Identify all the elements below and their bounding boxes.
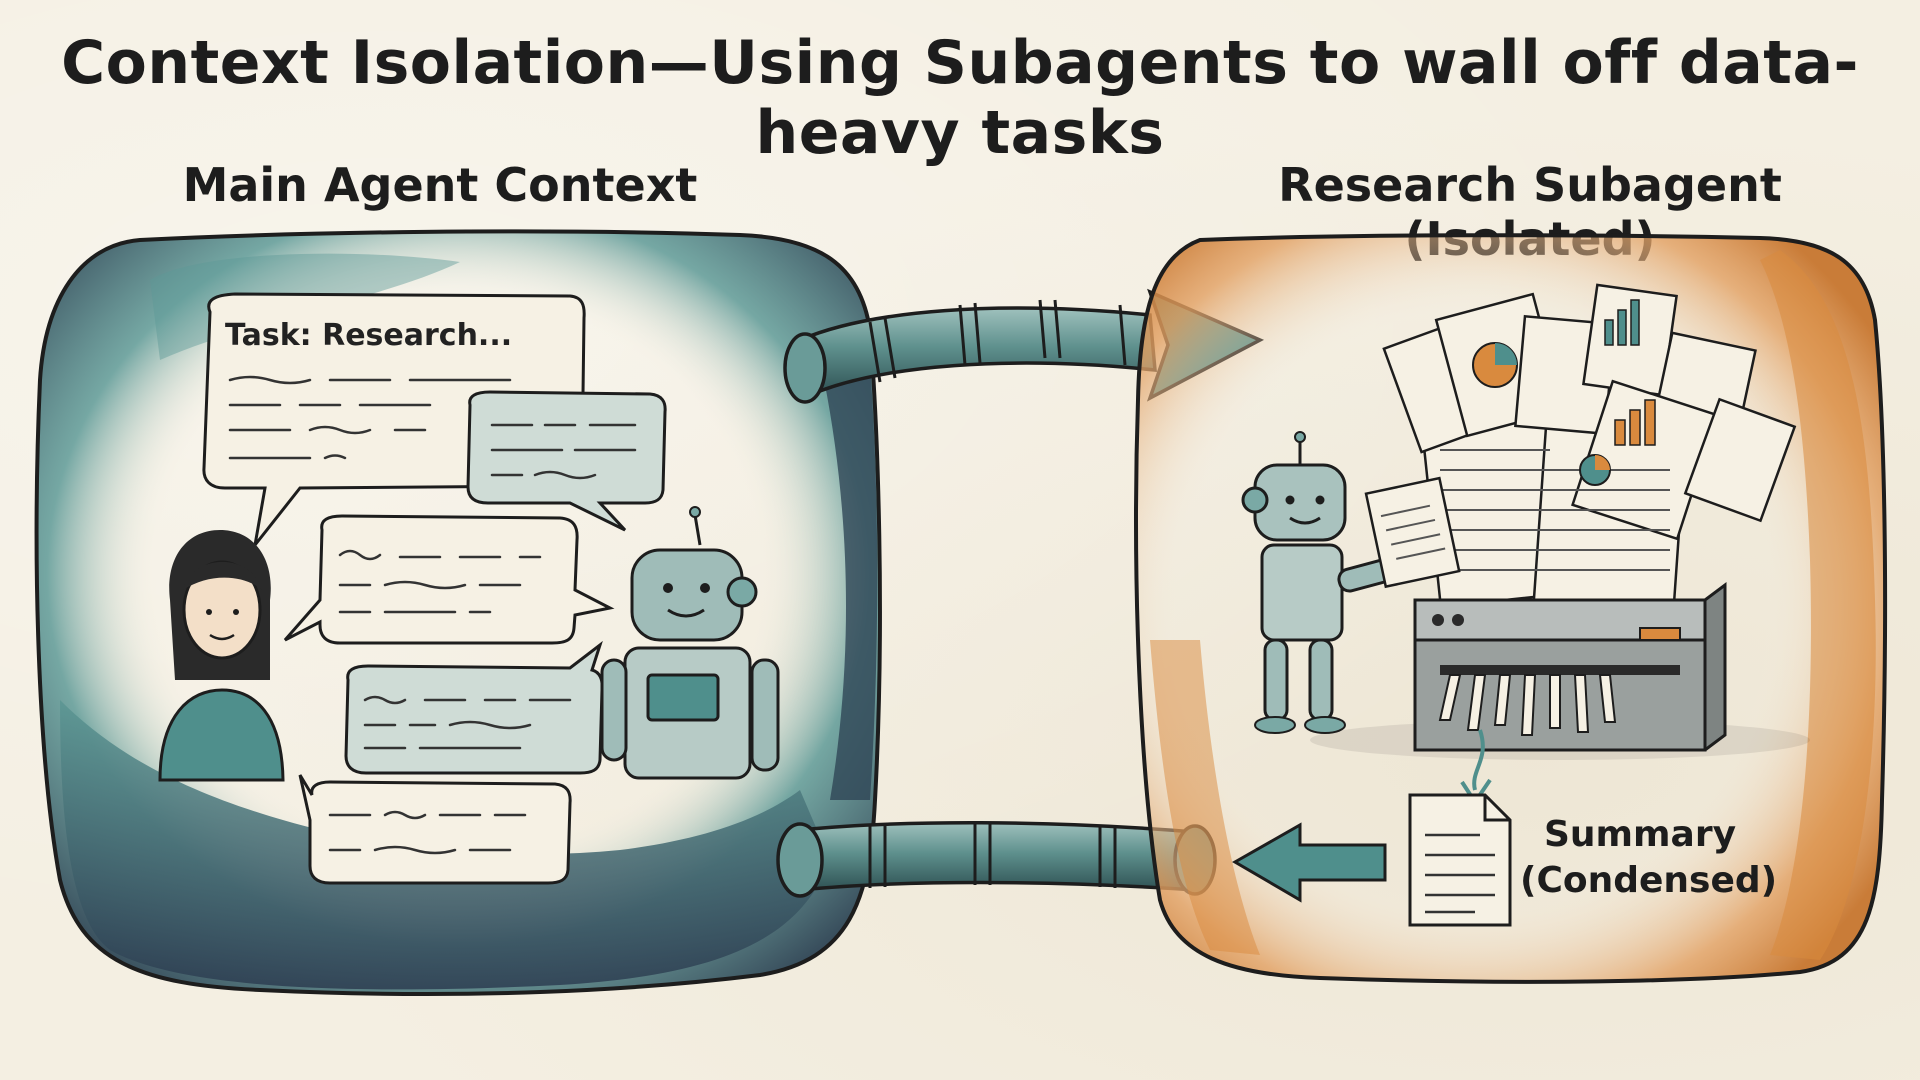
document-stack-icon xyxy=(1382,283,1797,616)
agent-reply-bubble-1 xyxy=(466,390,667,532)
summary-label-line1: Summary xyxy=(1543,814,1737,855)
user-question-bubble xyxy=(283,514,615,645)
subagent-robot-icon xyxy=(1241,431,1461,734)
summary-document-icon xyxy=(1408,793,1512,927)
summary-label: Summary (Condensed) xyxy=(1520,812,1778,904)
diagram-title: Context Isolation—Using Subagents to wal… xyxy=(61,28,1859,168)
person-icon xyxy=(158,530,285,782)
return-arrow-icon xyxy=(1231,822,1387,903)
summary-label-line2: (Condensed) xyxy=(1520,860,1778,901)
main-panel-label: Main Agent Context xyxy=(182,158,698,212)
main-agent-robot-icon xyxy=(600,506,780,780)
shredder-icon xyxy=(1310,582,1810,806)
task-bubble-text: Task: Research... xyxy=(225,318,513,353)
user-followup-bubble xyxy=(298,774,572,885)
